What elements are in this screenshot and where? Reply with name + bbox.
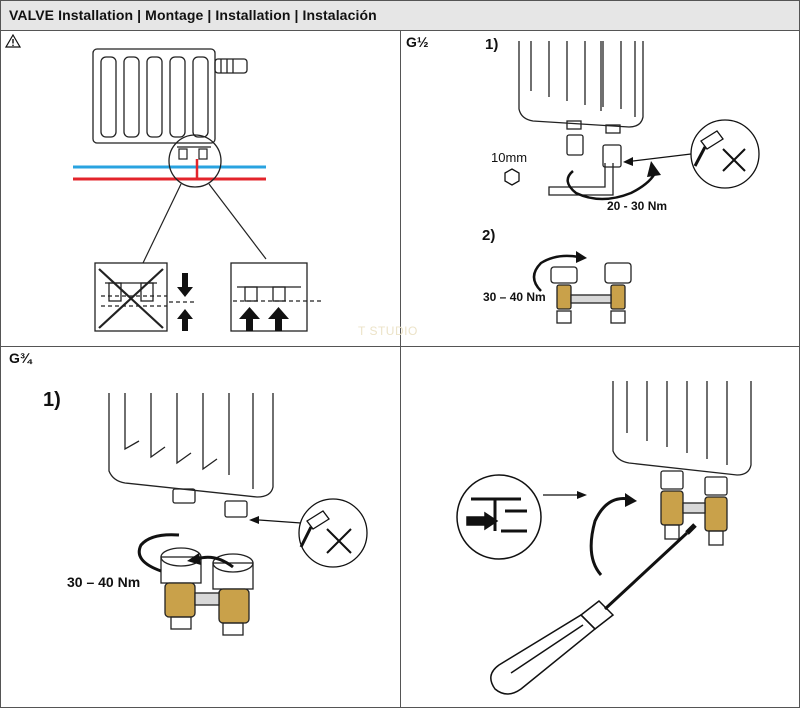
step-1-label: 1) (43, 389, 61, 411)
grid-divider-horizontal (1, 346, 799, 347)
valve-adapter-drawing (548, 134, 622, 196)
panel-top-left-illustration (73, 48, 323, 332)
torque-label: 30 – 40 Nm (67, 574, 141, 590)
valve-body-drawing (160, 547, 254, 636)
arrow-icon (177, 273, 193, 331)
step-2-label: 2) (482, 227, 496, 244)
rotation-arrow-icon (532, 254, 580, 292)
thread-size-label-g34: G¾ (9, 350, 32, 366)
grid-divider-vertical (400, 31, 401, 707)
rotation-arrow-icon (589, 496, 630, 576)
watermark: T STUDIO (358, 324, 418, 338)
thread-size-label-g12: G½ (406, 34, 429, 50)
no-sealant-detail (690, 119, 760, 189)
arrow-up-icon (239, 307, 289, 331)
rotation-arrow-icon (566, 170, 658, 201)
torque-label-2: 30 – 40 Nm (483, 290, 546, 304)
panel-bottom-left-illustration (108, 393, 368, 636)
radiator-drawing (92, 48, 248, 144)
radiator-drawing (518, 41, 644, 134)
header-title: VALVE Installation | Montage | Installat… (9, 7, 377, 23)
correct-mounting-detail (230, 262, 323, 332)
header-bar: VALVE Installation | Montage | Installat… (1, 1, 799, 31)
torque-label-1: 20 - 30 Nm (607, 199, 668, 213)
no-sealant-detail (298, 498, 368, 568)
valve-body-drawing (550, 262, 632, 324)
step-1-label: 1) (485, 36, 499, 53)
radiator-drawing (108, 393, 274, 518)
radiator-drawing (612, 381, 752, 476)
screwdriver-icon (490, 523, 697, 695)
wrong-mounting-detail (94, 262, 168, 332)
hex-nut-icon (504, 168, 520, 186)
rotation-arrow-icon (137, 533, 180, 573)
warning-icon (5, 34, 21, 48)
panel-top-right-illustration (504, 41, 760, 324)
valve-body-drawing (660, 470, 728, 546)
tool-size-label: 10mm (491, 150, 528, 165)
bypass-detail (456, 474, 542, 560)
